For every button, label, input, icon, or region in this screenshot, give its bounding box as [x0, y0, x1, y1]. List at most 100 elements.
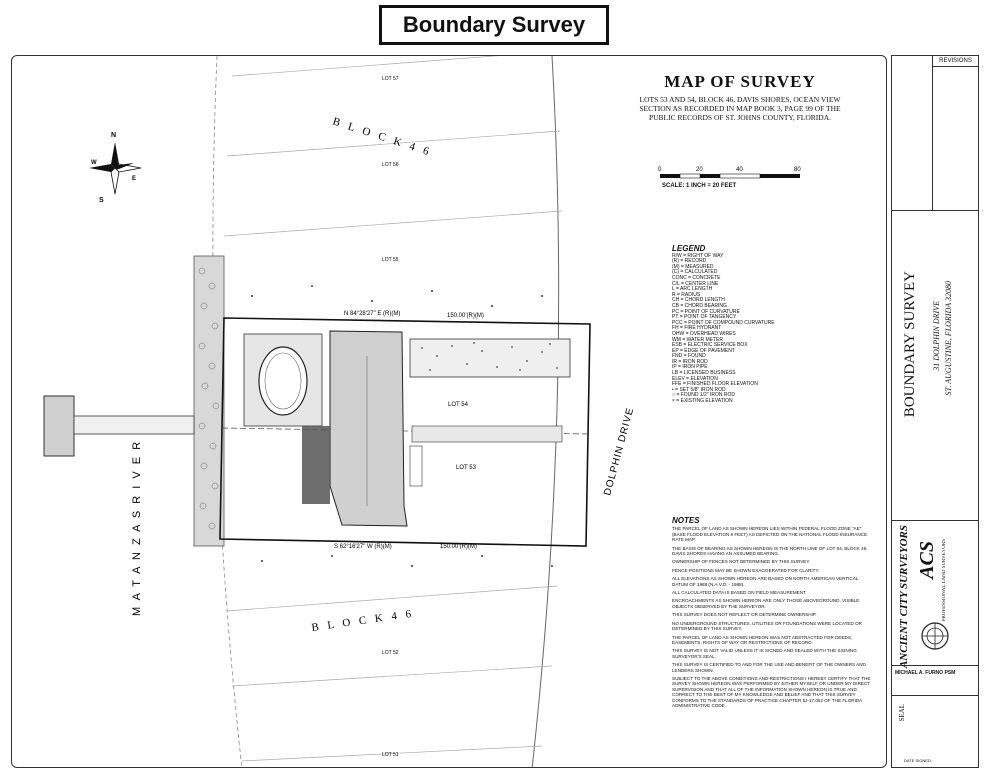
residence-footprint — [329, 330, 408, 527]
legend-item: PCC = POINT OF COMPOUND CURVATURE — [672, 319, 775, 326]
legend-item: FFE = FINISHED FLOOR ELEVATION — [672, 381, 758, 388]
river-label: M A T A N Z A S R I V E R — [131, 440, 143, 616]
tb-company-abbr: ACS — [916, 541, 938, 579]
legend-item: • = SET 5/8" IRON ROD — [672, 386, 726, 393]
revisions-header: REVISIONS — [932, 56, 978, 67]
south-distance: 150.00'(R)(M) — [440, 544, 477, 550]
legend-item: FND = FOUND — [672, 353, 706, 360]
legend-item: EP = EDGE OF PAVEMENT — [672, 347, 735, 354]
map-title-block: MAP OF SURVEY LOTS 53 AND 54, BLOCK 46, … — [610, 72, 870, 122]
seal-cell: SEAL DATE SIGNED: — [892, 696, 978, 767]
tb-company-sub: PROFESSIONAL LAND SURVEYORS — [942, 539, 947, 622]
note-item: ALL ELEVATIONS AS SHOWN HEREON ARE BASED… — [672, 576, 859, 587]
scale-tick-0: 0 — [658, 167, 662, 173]
parcel-boundary — [219, 317, 591, 547]
row-line-east — [531, 56, 560, 767]
lot-divider — [221, 427, 589, 435]
scale-tick-20: 20 — [696, 167, 703, 173]
tb-survey-title: BOUNDARY SURVEY — [902, 271, 918, 418]
scale-tick-80: 80 — [794, 167, 801, 173]
walkway — [411, 425, 563, 443]
south-bearing: S 62°16'27" W (R)(M) — [334, 544, 392, 550]
subtitle-line: PUBLIC RECORDS OF ST. JOHNS COUNTY, FLOR… — [648, 113, 832, 122]
legend-item: PC = POINT OF CURVATURE — [672, 308, 740, 315]
compass-s: S — [99, 197, 104, 204]
note-item: ALL CALCULATED DATA IS BASED ON FIELD ME… — [672, 590, 807, 596]
north-distance: 150.00'(R)(M) — [447, 313, 484, 319]
lot53-label: LOT 53 — [456, 465, 477, 471]
pool — [258, 346, 308, 416]
legend-item: (M) = MEASURED — [672, 263, 714, 270]
note-item: THE PARCEL OF LAND AS SHOWN HEREON WAS N… — [672, 634, 853, 645]
lot51-label: LOT 51 — [382, 752, 399, 758]
compass-e: E — [132, 176, 136, 182]
legend-item: L = ARC LENGTH — [672, 286, 713, 293]
legend-item: R/W = RIGHT OF WAY — [672, 252, 724, 259]
note-item: THE BASIS OF BEARING AS SHOWN HEREON IS … — [672, 545, 868, 557]
legend-item: ELEV = ELEVATION — [672, 375, 718, 382]
page-title: Boundary Survey — [379, 5, 609, 45]
scale-label: SCALE: 1 INCH = 20 FEET — [662, 183, 737, 189]
legend-item: CONC = CONCRETE — [672, 274, 721, 281]
note-item: THE PARCEL OF LAND AS SHOWN HEREON LIES … — [672, 526, 868, 543]
lot52-label: LOT 52 — [382, 650, 399, 656]
survey-map: B L O C K 4 6 B L O C K 4 6 M A T A N Z … — [43, 56, 801, 767]
legend-item: LB = LICENSED BUSINESS — [672, 370, 736, 377]
tb-address-2: ST. AUGUSTINE, FLORIDA 32080 — [944, 281, 953, 396]
tb-date-label: DATE SIGNED: — [904, 758, 932, 763]
legend-item: ESB = ELECTRIC SERVICE BOX — [672, 342, 748, 349]
block-label-top: B L O C K 4 6 — [331, 115, 433, 158]
note-item: ENCROACHMENTS AS SHOWN HEREON ARE ONLY T… — [672, 598, 860, 609]
dock-platform — [43, 395, 75, 457]
legend-heading: LEGEND — [672, 244, 706, 253]
legend-item: R = RADIUS — [672, 291, 701, 298]
company-cell: ANCIENT CITY SURVEYORS ACS PROFESSIONAL … — [892, 521, 978, 669]
note-item: OWNERSHIP OF FENCES NOT DETERMINED BY TH… — [672, 559, 811, 565]
tb-signer: MICHAEL A. FURNO PSM — [895, 670, 956, 676]
legend-item: FH = FIRE HYDRANT — [672, 325, 722, 332]
screened-porch — [302, 426, 330, 504]
survey-sheet: B L O C K 4 6 B L O C K 4 6 M A T A N Z … — [11, 55, 887, 768]
map-title: MAP OF SURVEY — [664, 72, 816, 91]
lot57-label: LOT 57 — [382, 76, 399, 82]
compass-w: W — [91, 160, 97, 166]
tb-seal: SEAL — [898, 704, 906, 722]
legend-item: WM = WATER METER — [672, 336, 723, 343]
company-logo-icon — [921, 622, 949, 650]
legend-item: (C) = CALCULATED — [672, 269, 718, 276]
dock-walkway — [73, 415, 195, 435]
block-label-bottom: B L O C K 4 6 — [311, 608, 415, 634]
street-label: DOLPHIN DRIVE — [602, 406, 636, 497]
map-subtitle: LOTS 53 AND 54, BLOCK 46, DAVIS SHORES, … — [610, 95, 870, 122]
signer-cell: MICHAEL A. FURNO PSM — [892, 666, 978, 696]
note-item: THIS SURVEY DOES NOT REFLECT OR DETERMIN… — [672, 612, 817, 618]
notes-heading: NOTES — [672, 516, 700, 525]
note-item: FENCE POSITIONS MAY BE SHOWN EXAGGERATED… — [672, 567, 820, 573]
legend-item: CH = CHORD LENGTH — [672, 297, 725, 304]
legend-item: IR = IRON ROD — [672, 358, 708, 365]
legend-item: PT = POINT OF TANGENCY — [672, 314, 737, 321]
note-item: THIS SURVEY IS NOT VALID UNLESS IT IS SI… — [672, 648, 857, 659]
legend-item: CB = CHORD BEARING — [672, 302, 727, 309]
legend-item: (R) = RECORD — [672, 258, 707, 265]
north-bearing: N 84°28'27" E (R)(M) — [344, 311, 400, 317]
note-item: THIS SURVEY IS CERTIFIED TO AND FOR THE … — [672, 662, 866, 673]
north-arrow — [89, 142, 142, 195]
note-item: SUBJECT TO THE ABOVE CONDITIONS AND REST… — [672, 675, 871, 708]
tb-company: ANCIENT CITY SURVEYORS — [898, 525, 910, 669]
title-block: REVISIONS BOUNDARY SURVEY 31 DOLPHIN DRI… — [891, 55, 979, 768]
tb-address-1: 31 DOLPHIN DRIVE — [932, 301, 941, 371]
legend-item: ○ = FOUND 1/2" IRON ROD — [672, 392, 735, 399]
project-cell: BOUNDARY SURVEY 31 DOLPHIN DRIVE ST. AUG… — [892, 211, 978, 521]
subtitle-line: SECTION AS RECORDED IN MAP BOOK 3, PAGE … — [639, 104, 841, 113]
lot56-label: LOT 56 — [382, 162, 399, 168]
note-item: NO UNDERGROUND STRUCTURES, UTILITIES OR … — [672, 620, 862, 632]
notes: NOTES THE PARCEL OF LAND AS SHOWN HEREON… — [672, 516, 872, 711]
seawall — [193, 255, 225, 547]
revisions-cell: REVISIONS — [892, 56, 978, 211]
legend-item: C/L = CENTER LINE — [672, 280, 719, 287]
legend-item: × = EXISTING ELEVATION — [672, 398, 733, 405]
legend-item: IP = IRON PIPE — [672, 364, 708, 371]
scale-tick-40: 40 — [736, 167, 743, 173]
legend-item: OHW = OVERHEAD WIRES — [672, 330, 736, 337]
